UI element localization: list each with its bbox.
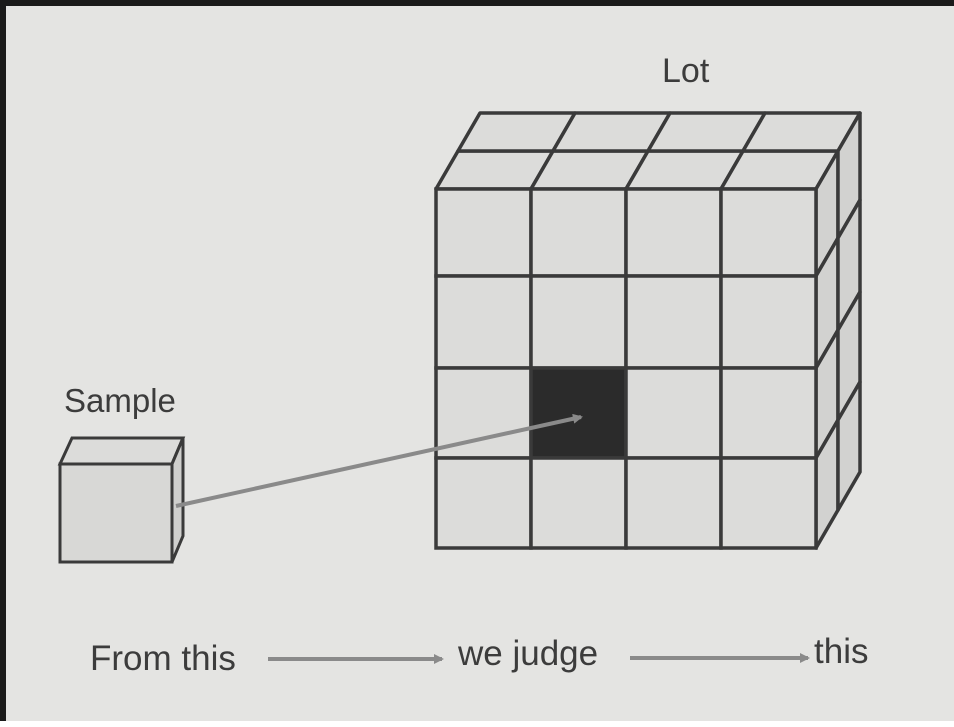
lot-front-cell xyxy=(624,274,723,370)
lot-front-cell xyxy=(719,456,818,550)
lot-front-cell xyxy=(719,274,818,370)
caption-from-this: From this xyxy=(90,639,236,678)
sample-cube xyxy=(57,436,186,564)
lot-front-face xyxy=(434,187,818,550)
lot-front-cell xyxy=(434,187,533,278)
sample-to-lot-arrow xyxy=(175,413,583,508)
lot-front-cell xyxy=(719,187,818,278)
lot-front-cell xyxy=(434,456,533,550)
lot-front-cell xyxy=(529,274,628,370)
caption-this: this xyxy=(814,632,868,671)
lot-label: Lot xyxy=(662,52,710,90)
lot-front-cell xyxy=(624,187,723,278)
lot-sampled-cell xyxy=(529,366,628,460)
lot-side-face xyxy=(814,111,862,550)
lot-front-cell xyxy=(624,366,723,460)
lot-sample-diagram: Lot Sample From this we judge this xyxy=(57,52,868,678)
lot-side-cell xyxy=(836,380,862,512)
caption-we-judge: we judge xyxy=(457,634,598,673)
lot-front-cell xyxy=(529,187,628,278)
lot-front-cell xyxy=(529,456,628,550)
lot-top-face xyxy=(434,111,862,191)
lot-front-cell xyxy=(719,366,818,460)
lot-front-cell xyxy=(434,274,533,370)
sample-label: Sample xyxy=(64,382,176,419)
lot-front-cell xyxy=(624,456,723,550)
